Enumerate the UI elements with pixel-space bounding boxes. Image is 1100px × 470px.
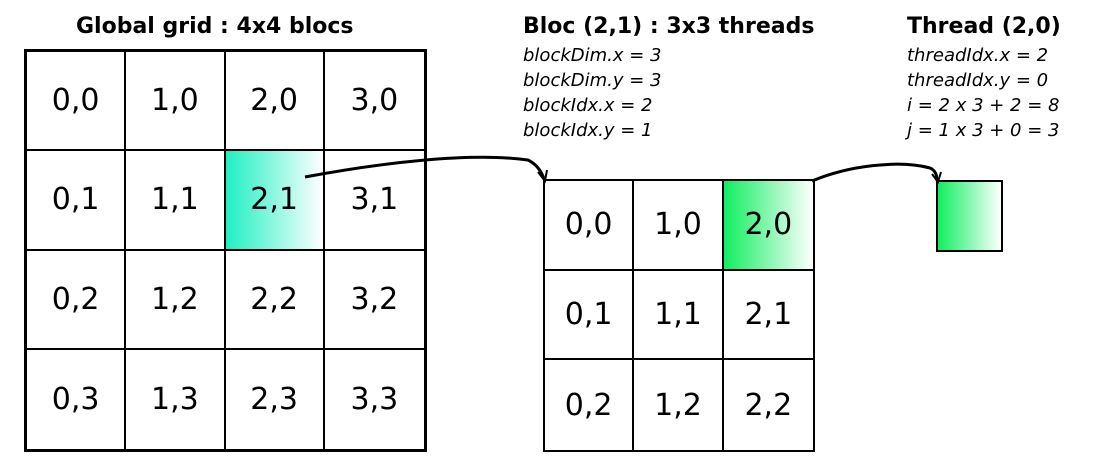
- thread-connector-arrow: [811, 162, 939, 183]
- block-info-line: blockIdx.y = 1: [523, 120, 653, 141]
- thread-info-line: threadIdx.x = 2: [907, 45, 1049, 66]
- thread-info-line: j = 1 x 3 + 0 = 3: [907, 120, 1060, 141]
- thread-info-line: threadIdx.y = 0: [907, 70, 1049, 91]
- global-cell-2-3: 2,3: [226, 349, 325, 449]
- global-cell-3-2: 3,2: [324, 251, 424, 350]
- thread-info-line: i = 2 x 3 + 2 = 8: [907, 95, 1060, 116]
- block-title: Bloc (2,1) : 3x3 threads: [523, 14, 815, 39]
- thread-cell-0-2: 0,2: [545, 360, 635, 450]
- global-cell-2-0: 2,0: [225, 52, 325, 152]
- thread-cell-0-0: 0,0: [545, 181, 635, 271]
- block-info: blockDim.x = 3 blockDim.y = 3 blockIdx.x…: [523, 43, 662, 143]
- thread-title: Thread (2,0): [907, 14, 1061, 39]
- thread-cell-0-1: 0,1: [545, 270, 635, 361]
- global-cell-1-0: 1,0: [126, 52, 226, 152]
- thread-cell-2-2: 2,2: [744, 387, 793, 423]
- global-cell-0-0: 0,0: [27, 52, 127, 152]
- global-cell-0-2: 0,2: [27, 250, 127, 350]
- global-grid-title: Global grid : 4x4 blocs: [76, 14, 354, 39]
- thread-cell: [936, 180, 1003, 252]
- global-cell-1-3: 1,3: [126, 349, 226, 449]
- global-cell-2-2: 2,2: [225, 250, 325, 350]
- thread-cell-2-0: 2,0: [723, 181, 813, 271]
- global-cell-3-3: 3,3: [350, 381, 399, 417]
- global-cell-0-1: 0,1: [27, 151, 127, 251]
- thread-cell-1-1: 1,1: [634, 270, 724, 361]
- block-info-line: blockIdx.x = 2: [523, 95, 653, 116]
- global-cell-0-3: 0,3: [27, 349, 127, 449]
- global-cell-1-2: 1,2: [126, 250, 226, 350]
- global-cell-3-1: 3,1: [324, 151, 424, 251]
- global-cell-1-1: 1,1: [126, 151, 226, 251]
- global-cell-2-1: 2,1: [225, 151, 325, 251]
- block-info-line: blockDim.y = 3: [523, 70, 662, 91]
- thread-cell-2-1: 2,1: [723, 271, 813, 361]
- global-cell-3-0: 3,0: [324, 52, 424, 152]
- thread-cell-1-0: 1,0: [634, 181, 724, 271]
- thread-info: threadIdx.x = 2 threadIdx.y = 0 i = 2 x …: [907, 43, 1059, 143]
- block-info-line: blockDim.x = 3: [523, 45, 662, 66]
- thread-cell-1-2: 1,2: [634, 360, 724, 450]
